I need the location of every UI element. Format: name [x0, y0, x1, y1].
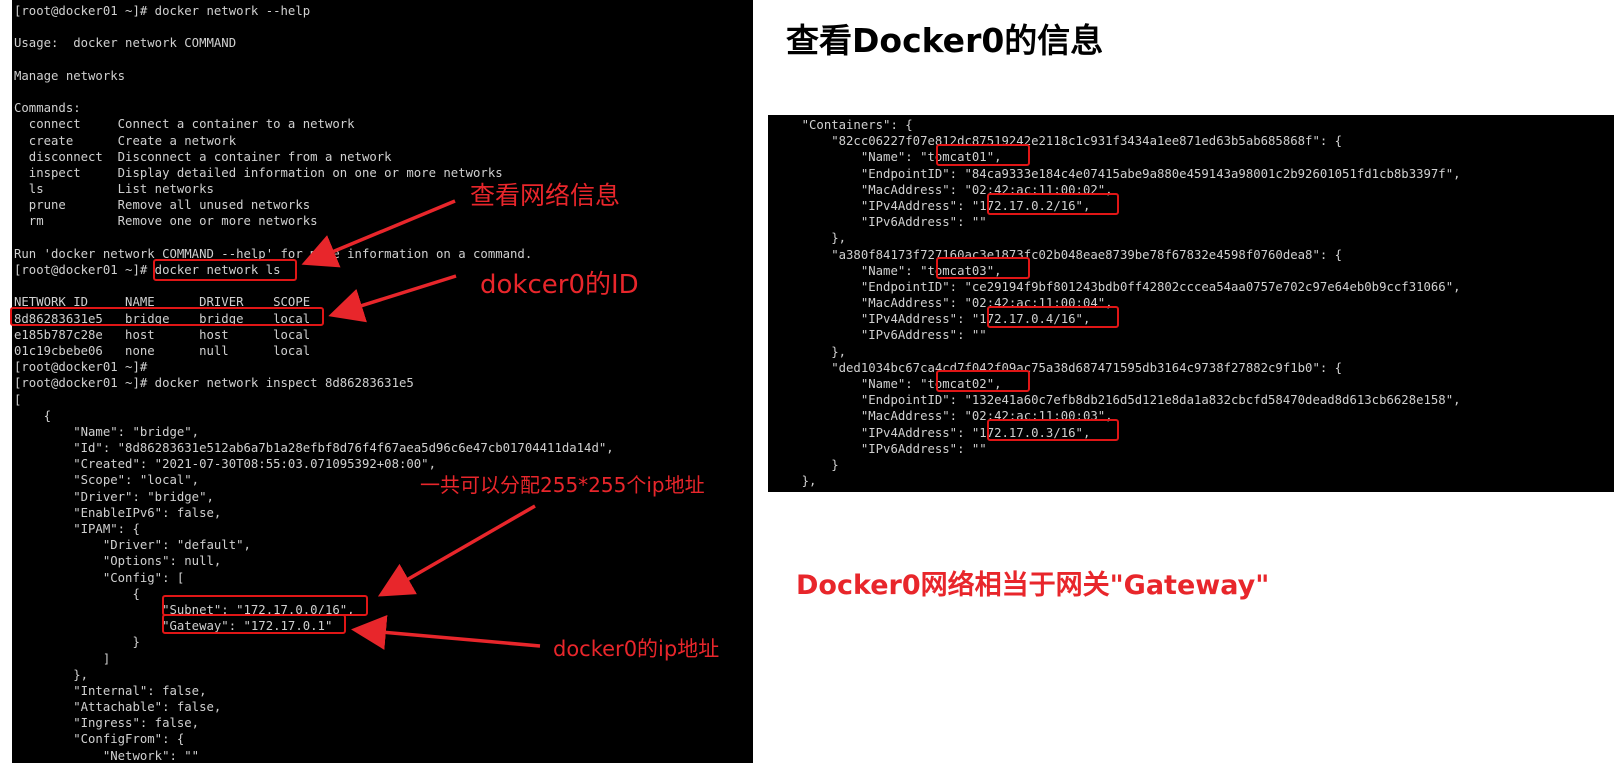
terminal-line: Manage networks	[14, 68, 126, 83]
annotation-view-network-info: 查看网络信息	[470, 181, 621, 210]
terminal-line: "IPv6Address": ""	[772, 328, 987, 343]
terminal-line: "EndpointID": "84ca9333e184c4e07415abe9a…	[772, 166, 1461, 181]
terminal-line: rm Remove one or more networks	[14, 214, 318, 229]
terminal-line: "Gateway": "172.17.0.1"	[14, 619, 333, 634]
terminal-line: },	[772, 344, 847, 359]
terminal-line: },	[772, 231, 847, 246]
terminal-line: [root@docker01 ~]#	[14, 360, 148, 375]
terminal-line: [root@docker01 ~]# docker network ls	[14, 263, 281, 277]
ls-command-highlight	[153, 259, 297, 281]
terminal-line: 8d86283631e5 bridge bridge local	[14, 311, 311, 326]
terminal-line: },	[14, 667, 89, 682]
terminal-line: "Name": "tomcat03",	[772, 263, 1002, 278]
terminal-line: "Containers": {	[772, 118, 913, 132]
arrow-to-ls-command	[301, 199, 456, 268]
terminal-line: "Scope": "local",	[14, 473, 200, 488]
terminal-line: Usage: docker network COMMAND	[14, 36, 237, 51]
terminal-line: "Created": "2021-07-30T08:55:03.07109539…	[14, 457, 436, 472]
tomcat03-name-highlight	[936, 257, 1030, 279]
terminal-line: "Driver": "bridge",	[14, 489, 214, 504]
terminal-line: "ConfigFrom": {	[14, 732, 185, 747]
terminal-line: "Attachable": false,	[14, 700, 222, 715]
terminal-line: "IPAM": {	[14, 522, 140, 536]
tomcat03-ip-highlight	[987, 306, 1119, 328]
terminal-line: Commands:	[14, 101, 81, 116]
terminal-line: "IPv4Address": "172.17.0.3/16",	[772, 425, 1091, 440]
terminal-line: "IPv4Address": "172.17.0.4/16",	[772, 312, 1091, 327]
annotation-docker0-id: dokcer0的ID	[480, 270, 639, 300]
right-terminal: "Containers": { "82cc06227f07e812dc87519…	[768, 115, 1614, 492]
tomcat02-ip-highlight	[987, 419, 1119, 441]
terminal-line: "Id": "8d86283631e512ab6a7b1a28efbf8d76f…	[14, 441, 614, 456]
terminal-line: "IPv6Address": ""	[772, 441, 987, 456]
terminal-line: "Name": "tomcat01",	[772, 150, 1002, 165]
terminal-line: NETWORK ID NAME DRIVER SCOPE	[14, 295, 311, 310]
terminal-line: }	[772, 457, 839, 472]
terminal-line: "Network": ""	[14, 748, 200, 763]
terminal-line: inspect Display detailed information on …	[14, 165, 503, 180]
annotation-allocate-ips: 一共可以分配255*255个ip地址	[420, 473, 705, 497]
terminal-line: connect Connect a container to a network	[14, 117, 355, 132]
terminal-line: "EndpointID": "ce29194f9bf801243bdb0ff42…	[772, 279, 1461, 294]
arrow-to-bridge-row	[328, 274, 457, 323]
terminal-line: disconnect Disconnect a container from a…	[14, 149, 392, 164]
terminal-line: {	[14, 408, 52, 423]
terminal-line: 01c19cbebe06 none null local	[14, 343, 311, 358]
terminal-line: ]	[14, 651, 111, 666]
terminal-line: "Options": null,	[14, 554, 222, 569]
terminal-line: "Subnet": "172.17.0.0/16",	[14, 602, 355, 617]
terminal-line: "IPv4Address": "172.17.0.2/16",	[772, 198, 1091, 213]
arrow-to-subnet	[377, 504, 536, 597]
terminal-line: "EndpointID": "132e41a60c7efb8db216d5d12…	[772, 393, 1461, 408]
gateway-note: Docker0网络相当于网关"Gateway"	[796, 570, 1270, 601]
arrow-to-gateway	[351, 615, 541, 650]
terminal-line: ls List networks	[14, 182, 214, 197]
terminal-line: [root@docker01 ~]# docker network inspec…	[14, 376, 414, 391]
terminal-line: prune Remove all unused networks	[14, 198, 311, 213]
bridge-row-highlight	[10, 307, 324, 326]
annotation-docker0-ip: docker0的ip地址	[553, 637, 720, 661]
terminal-line: "Driver": "default",	[14, 538, 251, 553]
gateway-highlight	[162, 614, 346, 634]
terminal-line: "Name": "tomcat02",	[772, 377, 1002, 391]
terminal-line: }	[14, 635, 140, 650]
terminal-line: "Ingress": false,	[14, 716, 200, 731]
terminal-line: "EnableIPv6": false,	[14, 505, 222, 520]
terminal-line: "IPv6Address": ""	[772, 215, 987, 230]
terminal-line: "Config": [	[14, 570, 185, 585]
page-title: 查看Docker0的信息	[786, 21, 1104, 60]
terminal-line: "Name": "bridge",	[14, 424, 200, 439]
terminal-line: create Create a network	[14, 133, 237, 148]
terminal-line: e185b787c28e host host local	[14, 327, 311, 342]
terminal-line: "Internal": false,	[14, 683, 207, 698]
terminal-line: [	[14, 392, 22, 407]
tomcat02-name-highlight	[936, 370, 1030, 392]
terminal-line: },	[772, 474, 817, 489]
tomcat01-ip-highlight	[987, 193, 1119, 215]
terminal-line: [root@docker01 ~]# docker network --help	[14, 4, 311, 18]
terminal-line: {	[14, 586, 140, 601]
tomcat01-name-highlight	[936, 144, 1030, 166]
